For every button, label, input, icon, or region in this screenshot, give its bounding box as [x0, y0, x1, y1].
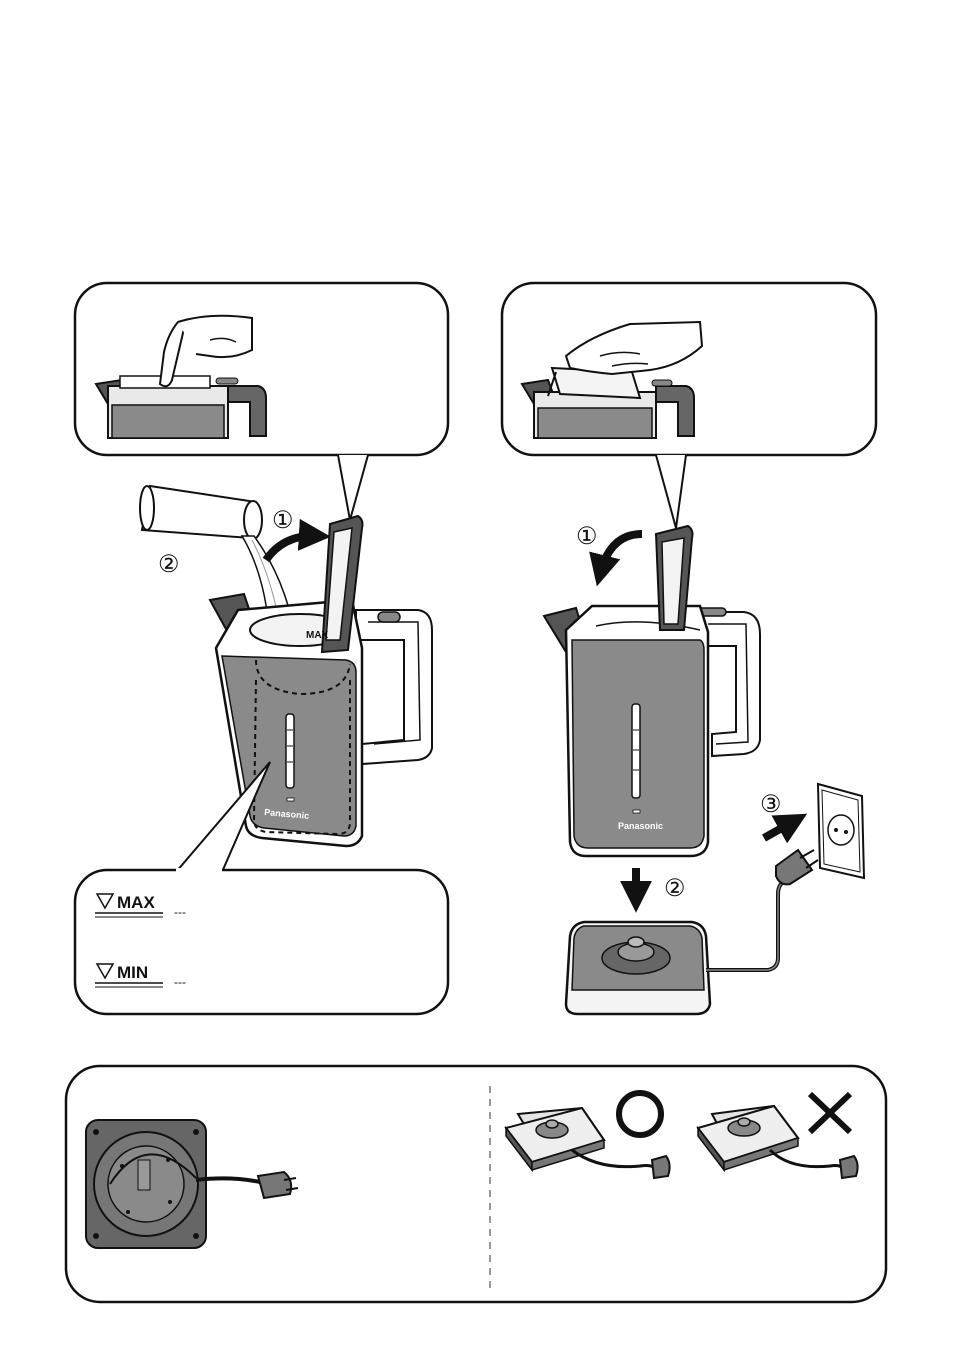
- wall-socket-icon: [818, 784, 864, 878]
- max-label: MAX: [117, 893, 155, 912]
- right-bubble-pointer: [656, 455, 686, 528]
- right-step-3-label: ③: [760, 791, 782, 818]
- water-level-callout: MAX --- MIN ---: [75, 870, 448, 1014]
- plug-in-arrow: [764, 820, 796, 838]
- right-detail-bubble: [502, 283, 876, 455]
- min-dash-leader: ---: [174, 975, 186, 989]
- right-step-1-label: ①: [576, 523, 598, 550]
- bottom-panel: [66, 1066, 886, 1302]
- plug-icon: [776, 850, 818, 884]
- kettle-closed-icon: Panasonic: [544, 526, 760, 856]
- inner-max-mark: MAX: [306, 630, 329, 641]
- left-bubble-pointer: [338, 455, 368, 520]
- left-step-1-label: ①: [272, 507, 294, 534]
- close-lid-arrow: [600, 534, 642, 574]
- right-step-2-label: ②: [664, 875, 686, 902]
- left-detail-bubble: [75, 283, 448, 455]
- max-dash-leader: ---: [174, 905, 186, 919]
- min-label: MIN: [117, 963, 148, 982]
- left-step-2-label: ②: [158, 551, 180, 578]
- open-lid-arrow: [266, 536, 318, 560]
- kettle-brand-right: Panasonic: [618, 821, 663, 831]
